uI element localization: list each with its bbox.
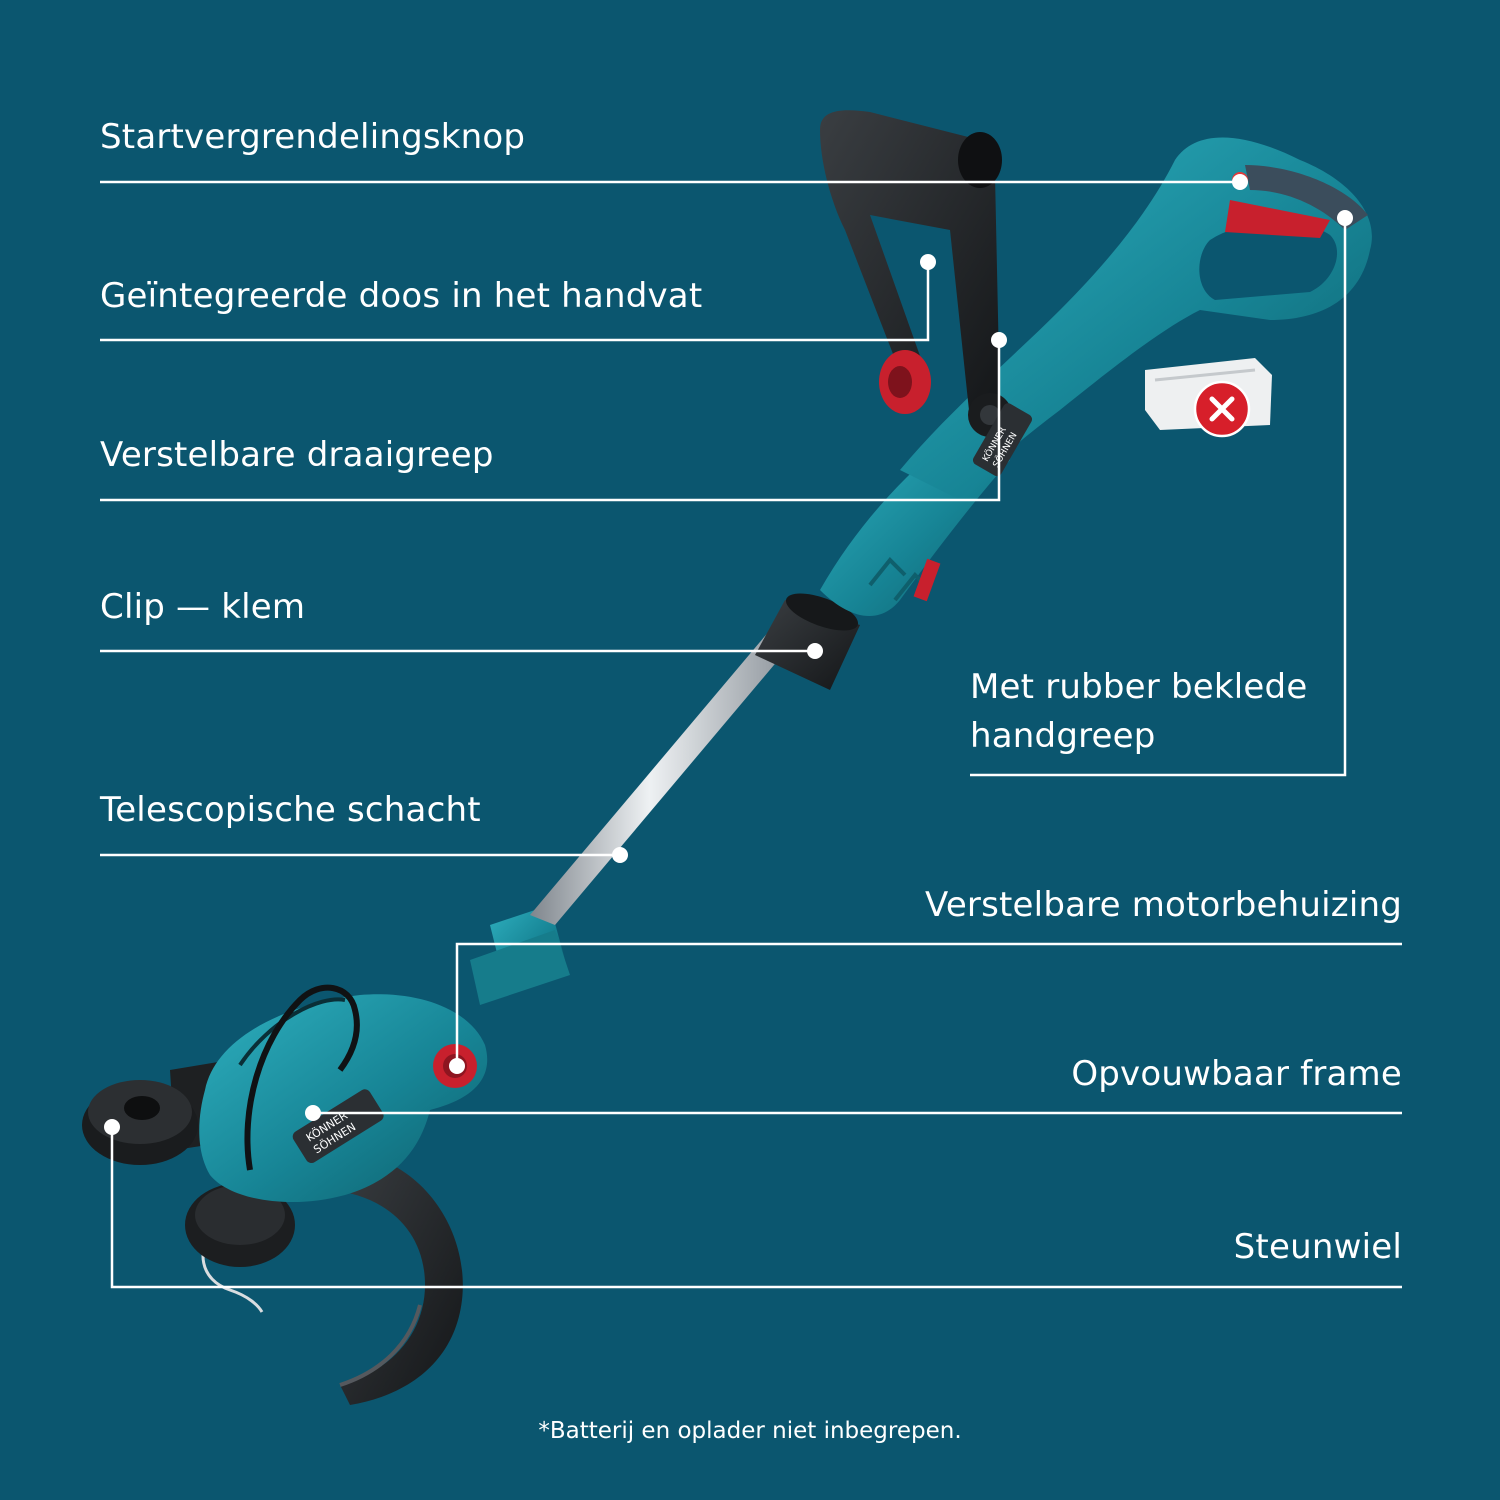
label-clip: Clip — klem [100,587,306,627]
leader-rubber-grip [970,218,1347,777]
no-battery-icon [1193,380,1251,438]
leader-rotary-grip [100,340,1001,502]
label-telescopic: Telescopische schacht [100,790,481,830]
trimmer-guard [330,1150,463,1405]
callout-dots [104,174,1353,1135]
trigger [1225,200,1330,238]
dot-rubber-grip [1337,210,1353,226]
leader-lines [100,180,1402,1289]
leader-support-wheel [110,1127,1402,1289]
telescopic-shaft [530,630,795,925]
front-handle: KÖNNER SÖHNEN [820,110,1033,477]
dot-clip [807,643,823,659]
label-start-lock: Startvergrendelingsknop [100,117,526,157]
dot-start-lock [1232,174,1248,190]
leader-motor-housing [455,942,1402,1066]
motor-housing-part [199,994,488,1203]
leader-integrated-box [100,262,930,342]
label-rubber-grip: Met rubber beklede handgreep [970,663,1307,762]
dot-folding-frame [305,1105,321,1121]
string-trimmer: KÖNNER SÖHNEN [82,110,1372,1405]
label-integrated-box: Geïntegreerde doos in het handvat [100,276,703,316]
dot-integrated-box [920,254,936,270]
label-rotary-grip: Verstelbare draaigreep [100,435,494,475]
dot-rotary-grip [991,332,1007,348]
label-folding-frame: Opvouwbaar frame [1071,1054,1402,1094]
label-rubber-grip-line-2: handgreep [970,716,1156,757]
dot-support-wheel [104,1119,120,1135]
folding-frame-wire [244,984,360,1171]
dot-motor-housing [449,1058,465,1074]
label-support-wheel: Steunwiel [1233,1227,1402,1267]
rubber-grip-part [1245,165,1368,230]
dot-telescopic [612,847,628,863]
footnote: *Batterij en oplader niet inbegrepen. [538,1418,962,1444]
label-motor-housing: Verstelbare motorbehuizing [925,885,1402,925]
label-rubber-grip-line-1: Met rubber beklede [970,667,1308,707]
